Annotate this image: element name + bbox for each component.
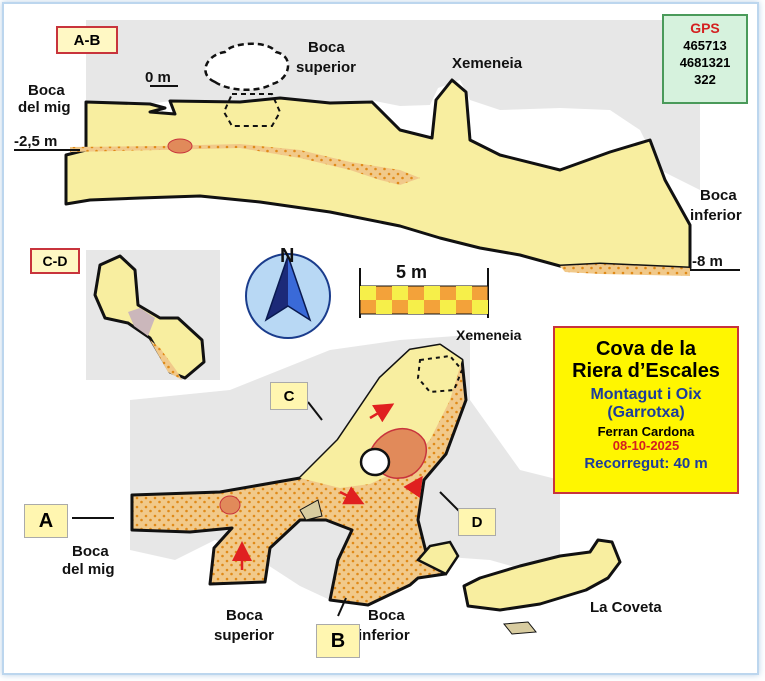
- info-author: Ferran Cardona: [597, 424, 695, 440]
- slope-arrow-3: [403, 475, 423, 499]
- marker-c: C: [270, 382, 308, 410]
- info-place-1: Montagut i Oix: [590, 386, 702, 403]
- profile-boca-superior-2: superior: [296, 59, 356, 76]
- section-ab-label: A-B: [56, 26, 118, 54]
- marker-b: B: [316, 624, 360, 658]
- upper-entrance-dashed-lower: [222, 93, 282, 127]
- profile-boca-inferior-2: inferior: [690, 207, 742, 224]
- info-box: Cova de la Riera d’Escales Montagut i Oi…: [553, 326, 739, 494]
- plan-boulder-2: [503, 621, 537, 635]
- plan-xemeneia: Xemeneia: [456, 327, 522, 343]
- gps-box: GPS 465713 4681321 322: [662, 14, 748, 104]
- plan-boca-del-mig-2: del mig: [62, 561, 115, 578]
- plan-boca-superior-2: superior: [214, 627, 274, 644]
- plan-chimney: [416, 354, 464, 394]
- profile-sediment: [70, 144, 420, 185]
- profile-boca-del-mig-2: del mig: [18, 99, 71, 116]
- plan-small-block: [219, 495, 241, 515]
- scale-label: 5 m: [396, 262, 427, 282]
- upper-entrance-dashed: [204, 42, 290, 91]
- marker-a: A: [24, 504, 68, 538]
- cd-narrow: [128, 308, 155, 336]
- plan-view: [72, 335, 622, 635]
- zero-level-label: 0 m: [145, 69, 171, 86]
- profile-boca-superior-1: Boca: [308, 39, 345, 56]
- plan-boulder-1: [299, 499, 323, 521]
- gps-label: GPS: [690, 20, 720, 36]
- section-cd-label: C-D: [30, 248, 80, 274]
- north-letter: N: [280, 245, 294, 267]
- profile-block: [167, 138, 193, 154]
- gps-z: 322: [694, 72, 716, 87]
- profile-boca-del-mig-1: Boca: [28, 82, 65, 99]
- minus-2-5-label: -2,5 m: [14, 133, 57, 150]
- plan-coveta: [462, 538, 622, 612]
- plan-hole: [359, 447, 391, 477]
- profile-boca-inferior-1: Boca: [700, 187, 737, 204]
- page-frame: [2, 2, 759, 675]
- marker-d: D: [458, 508, 496, 536]
- scale-bar: [359, 268, 489, 318]
- north-arrow: [245, 253, 331, 339]
- profile-floor-sediment: [560, 264, 690, 276]
- cd-sediment: [150, 340, 182, 380]
- gps-y: 4681321: [679, 55, 731, 70]
- plan-la-coveta: La Coveta: [590, 599, 662, 616]
- info-title-1: Cova de la: [595, 338, 697, 360]
- section-line-c: [307, 401, 323, 421]
- plan-boca-inferior-1: Boca: [368, 607, 405, 624]
- info-place-2: (Garrotxa): [607, 403, 685, 421]
- plan-boca-superior-1: Boca: [226, 607, 263, 624]
- gps-x: 465713: [683, 38, 727, 53]
- section-line-b: [337, 597, 347, 617]
- slope-arrow-2: [339, 486, 365, 505]
- profile-xemeneia: Xemeneia: [452, 55, 523, 72]
- plan-boca-del-mig-1: Boca: [72, 543, 109, 560]
- info-title-2: Riera d’Escales: [572, 360, 720, 382]
- minus-8-label: -8 m: [692, 253, 723, 270]
- info-length: Recorregut: 40 m: [584, 454, 708, 472]
- plan-side-branch: [416, 540, 460, 576]
- plan-boca-inferior-2: inferior: [358, 627, 410, 644]
- slope-arrow-1: [369, 403, 395, 423]
- profile-section-ab: [14, 20, 740, 276]
- cross-section-cd: [86, 250, 220, 380]
- info-date: 08-10-2025: [612, 438, 680, 454]
